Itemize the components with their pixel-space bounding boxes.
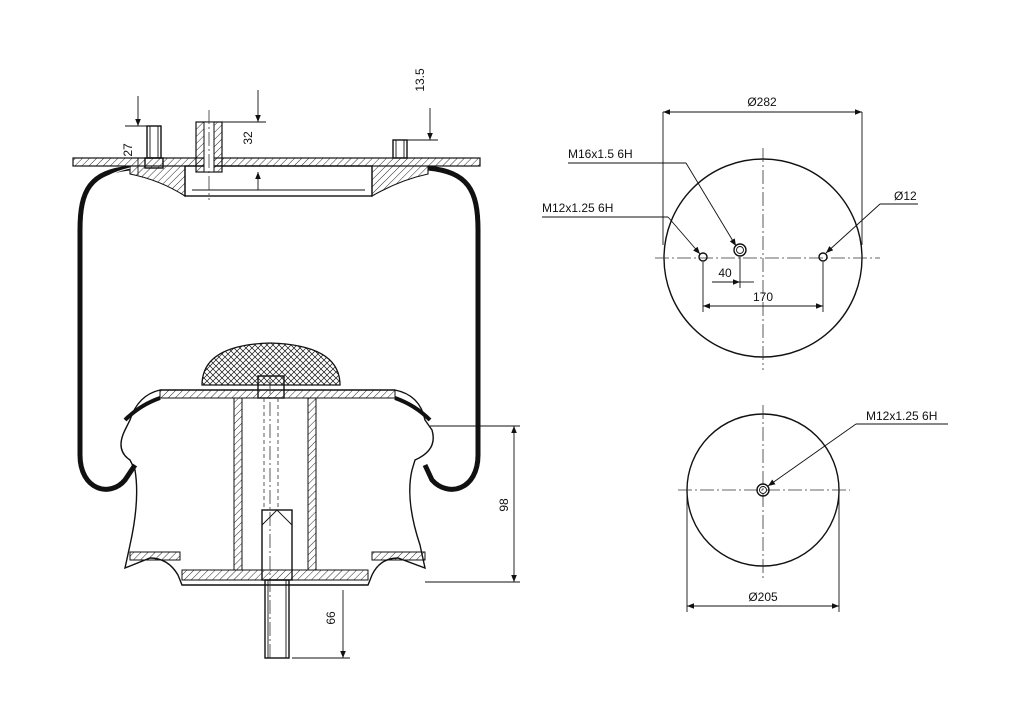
hole-right-label: Ø12 [894, 189, 917, 203]
piston [120, 380, 434, 660]
thread-left-label: M12x1.25 6H [542, 201, 613, 215]
dim-27-label: 27 [121, 143, 135, 157]
bumper [201, 342, 341, 399]
air-inlet [195, 110, 223, 200]
dim-32-label: 32 [241, 131, 255, 145]
leader-bottom-thread: M12x1.25 6H [767, 409, 948, 487]
dim-stud-offset: 13.5 [407, 68, 438, 141]
bottom-plate-view: M12x1.25 6H Ø205 [678, 405, 948, 612]
dim-stud-height: 27 [121, 96, 148, 175]
bottom-thread-label: M12x1.25 6H [866, 409, 937, 423]
bellows [77, 165, 481, 492]
dim-diameter-282: Ø282 [662, 95, 863, 245]
dim-40-label: 40 [718, 266, 732, 280]
dim-98-label: 98 [497, 498, 511, 512]
leader-thread-center: M16x1.5 6H [568, 147, 737, 247]
dim-piston-height: 98 [425, 425, 520, 583]
dim-inlet-height: 32 [222, 90, 266, 190]
leader-thread-left: M12x1.25 6H [542, 201, 701, 255]
dim-170-label: 170 [753, 290, 773, 304]
dim-diameter-205: Ø205 [686, 495, 840, 612]
dim-66-label: 66 [324, 611, 338, 625]
thread-center-label: M16x1.5 6H [568, 147, 633, 161]
dim-spacing-170: 170 [702, 262, 824, 312]
top-plate [72, 157, 481, 197]
dim-spacing-40: 40 [712, 257, 754, 288]
side-view: 27 32 13.5 98 66 [72, 68, 520, 660]
dim-bottom-stud: 66 [292, 590, 350, 659]
dim-13-5-label: 13.5 [413, 68, 427, 92]
bottom-stud [261, 509, 293, 659]
dim-205-label: Ø205 [748, 590, 778, 604]
dim-282-label: Ø282 [747, 95, 777, 109]
leader-hole-right: Ø12 [825, 189, 918, 254]
left-stud [144, 125, 164, 169]
right-stud [392, 139, 408, 159]
top-plate-view: Ø282 M16x1.5 6H M12x1.25 6H Ø12 40 1 [542, 95, 918, 370]
